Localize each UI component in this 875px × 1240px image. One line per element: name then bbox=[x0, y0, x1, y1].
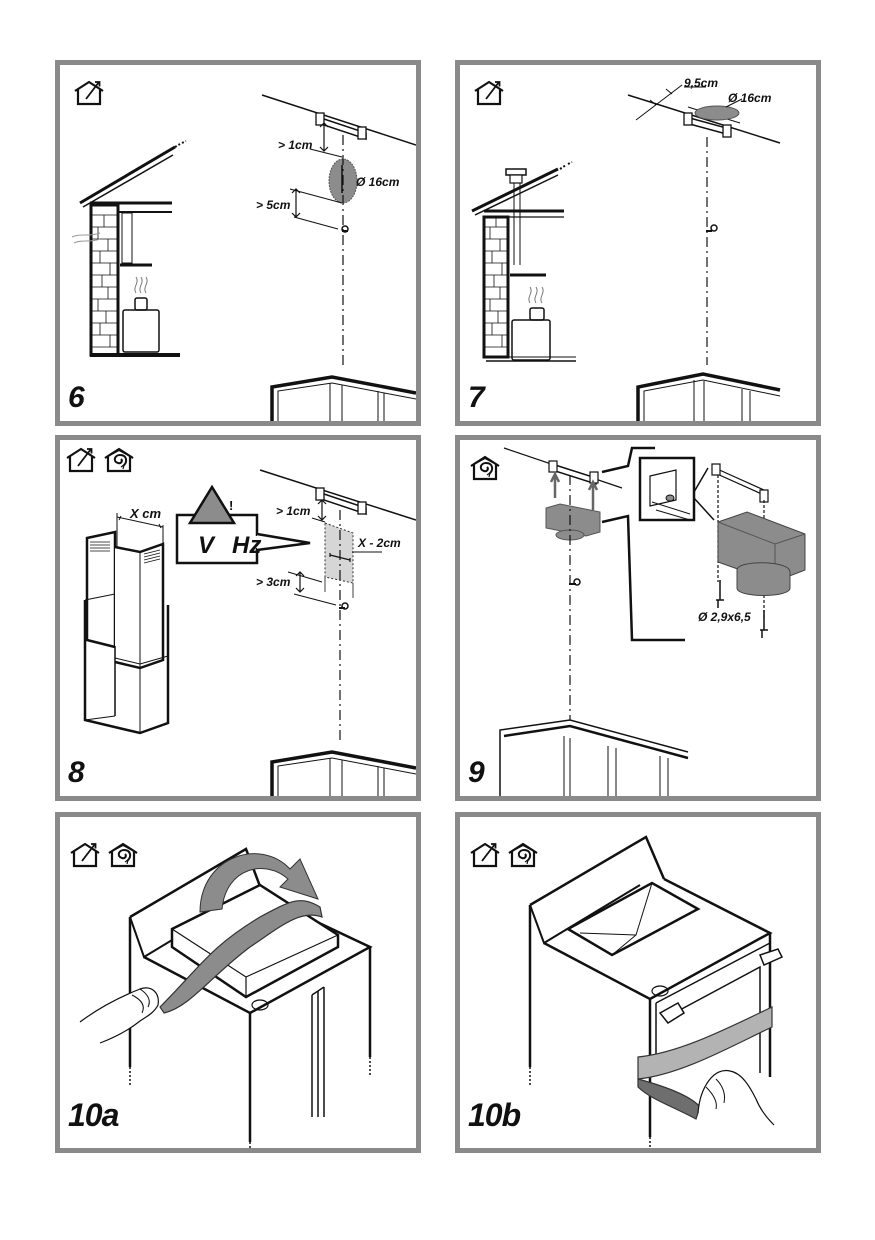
installation-illustration bbox=[71, 94, 416, 421]
step-number: 6 bbox=[68, 381, 85, 414]
step-number: 10a bbox=[68, 1097, 119, 1133]
width-label: X cm bbox=[130, 506, 162, 521]
gap-bottom-label: > 3cm bbox=[256, 575, 291, 589]
step-10b-panel: 10b bbox=[455, 812, 821, 1153]
installation-illustration bbox=[499, 446, 806, 796]
step-number: 8 bbox=[68, 756, 85, 789]
diameter-label: Ø 16cm bbox=[728, 91, 772, 105]
gap-bottom-label: > 5cm bbox=[256, 198, 291, 212]
screw-size-label: Ø 2,9x6,5 bbox=[698, 610, 751, 624]
step-number: 9 bbox=[468, 756, 485, 789]
step-9-panel: Ø 2,9x6,5 9 bbox=[455, 435, 821, 801]
diameter-label: Ø 16cm bbox=[356, 175, 400, 189]
offset-label: 9,5cm bbox=[684, 76, 719, 90]
step-number: 7 bbox=[468, 381, 485, 414]
socket-width-label: X - 2cm bbox=[358, 536, 401, 550]
installation-illustration bbox=[83, 469, 416, 796]
gap-top-label: > 1cm bbox=[276, 504, 311, 518]
step-8-panel: X cm ! V Hz > 1cm X - 2cm > 3cm 8 bbox=[55, 435, 421, 801]
frequency-label: Hz bbox=[232, 532, 262, 559]
voltage-label: V bbox=[198, 532, 215, 559]
warning-symbol: ! bbox=[229, 498, 234, 513]
installation-illustration bbox=[528, 835, 784, 1148]
step-6-panel: > 1cm Ø 16cm > 5cm 6 bbox=[55, 60, 421, 426]
installation-illustration bbox=[79, 847, 373, 1148]
step-10a-panel: 10a bbox=[55, 812, 421, 1153]
installation-illustration bbox=[471, 84, 781, 421]
gap-top-label: > 1cm bbox=[278, 138, 313, 152]
step-7-panel: 9,5cm Ø 16cm 7 bbox=[455, 60, 821, 426]
step-number: 10b bbox=[468, 1097, 521, 1133]
